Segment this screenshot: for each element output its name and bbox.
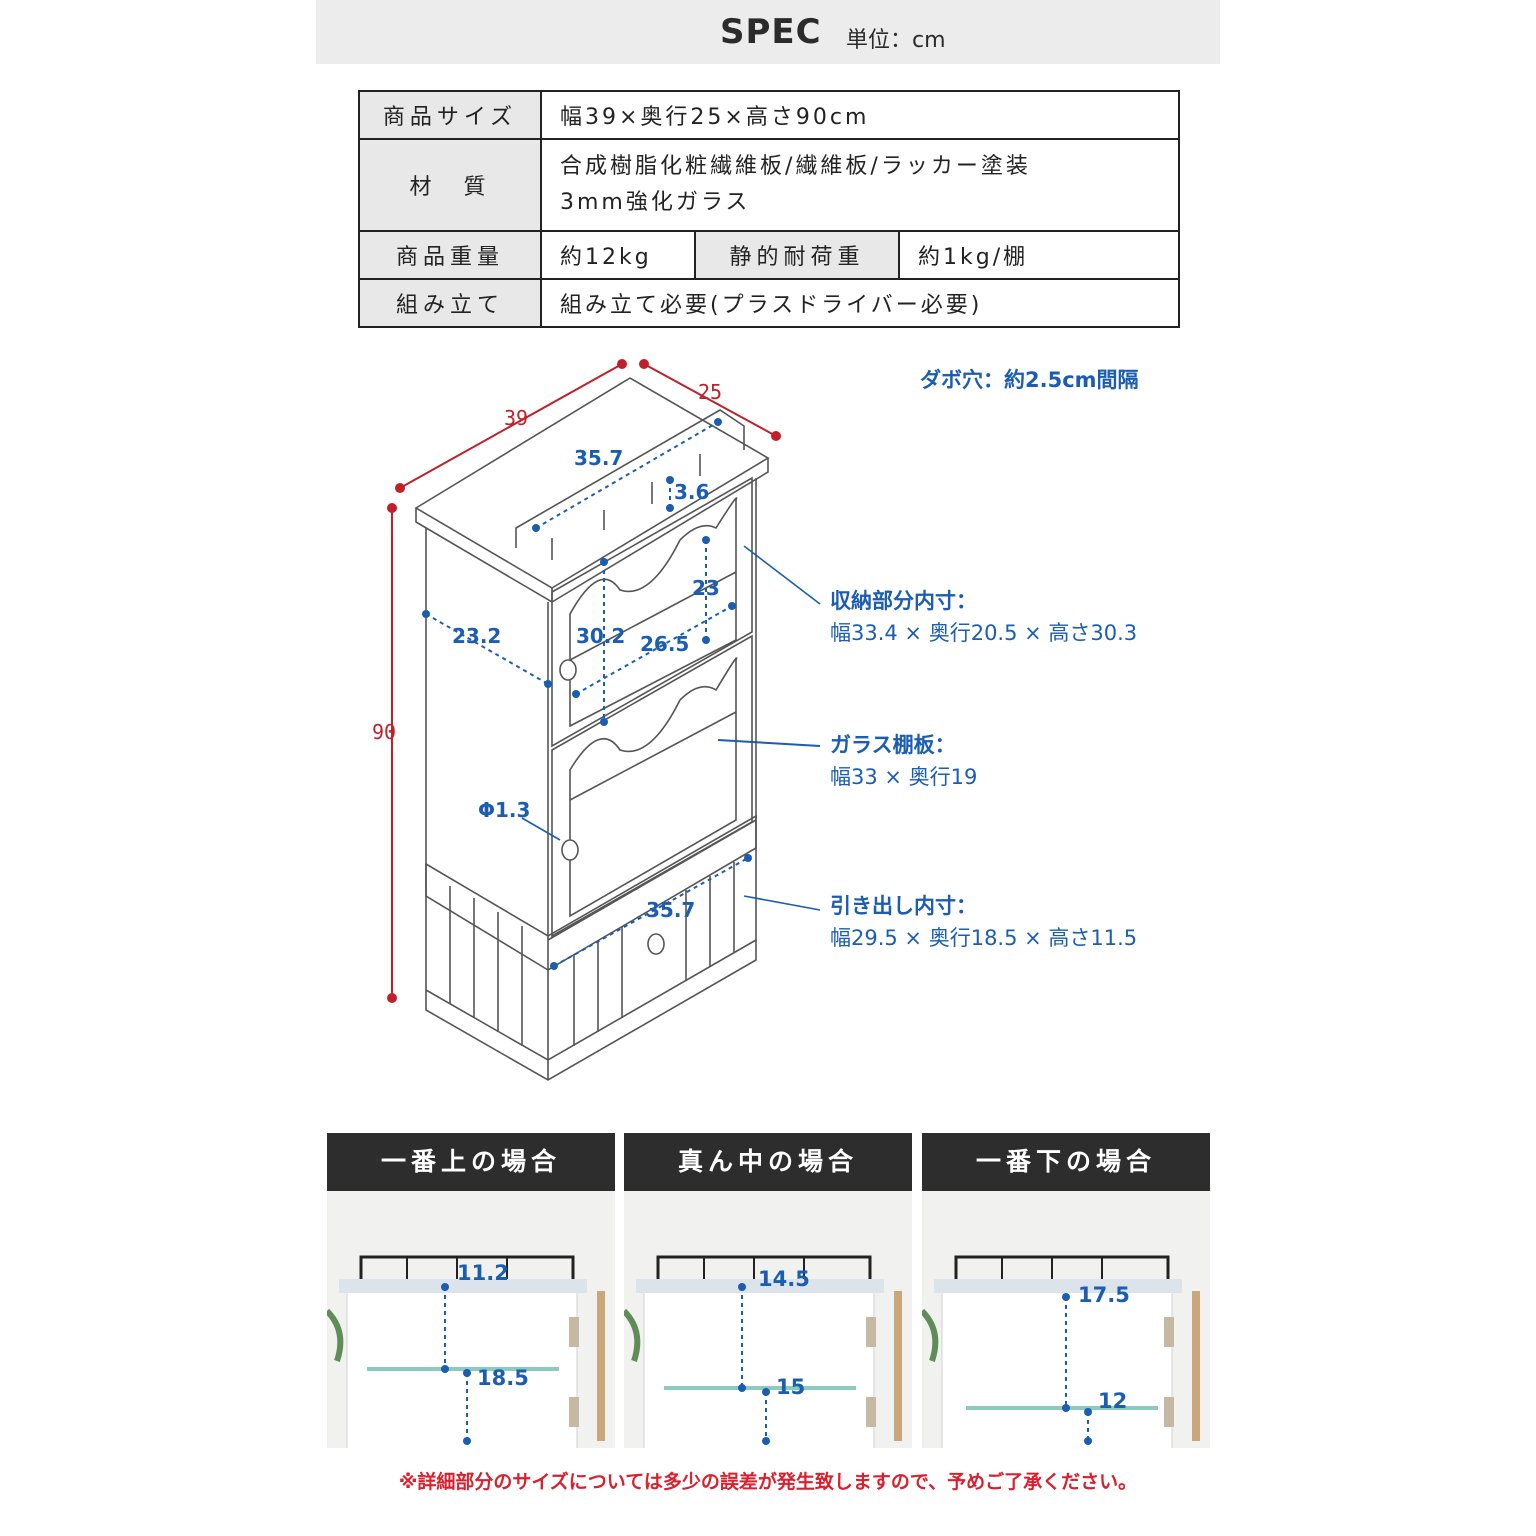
assembly-value: 組み立て必要(プラスドライバー必要) [540, 278, 1180, 328]
spec-header-bar [316, 0, 1220, 64]
table-row: 商品重量 約12kg 静的耐荷重 約1kg/棚 [358, 230, 1180, 280]
table-row: 商品サイズ 幅39×奥行25×高さ90cm [358, 90, 1180, 140]
material-line-1: 合成樹脂化粧繊維板/繊維板/ラッカー塗装 [560, 154, 1031, 179]
cabinet-photo: 17.5 12 [922, 1191, 1210, 1448]
load-label: 静的耐荷重 [694, 230, 900, 280]
cabinet-outline [414, 377, 770, 1081]
storage-value: 幅33.4 × 奥行20.5 × 高さ30.3 [830, 621, 1138, 645]
shelf-gap-dimension: 23 [692, 576, 720, 600]
lower-gap: 18.5 [477, 1366, 529, 1390]
drawer-inner-value: 幅29.5 × 奥行18.5 × 高さ11.5 [830, 926, 1138, 950]
cabinet-diagram [387, 359, 821, 1081]
upper-gap: 14.5 [758, 1267, 810, 1291]
size-label: 商品サイズ [358, 90, 542, 140]
width-dimension: 39 [504, 406, 529, 430]
table-row: 組み立て 組み立て必要(プラスドライバー必要) [358, 278, 1180, 328]
door-depth-dimension: 23.2 [452, 624, 502, 648]
glass-shelf-title: ガラス棚板： [830, 733, 956, 757]
cabinet-photo: 14.5 15 [624, 1191, 912, 1448]
dowel-note: ダボ穴：約2.5cm間隔 [920, 368, 1139, 392]
material-value: 合成樹脂化粧繊維板/繊維板/ラッカー塗装 3mm強化ガラス [540, 138, 1180, 232]
inner-height-dimension: 30.2 [576, 624, 626, 648]
lower-gap: 12 [1098, 1389, 1128, 1413]
weight-label: 商品重量 [358, 230, 542, 280]
dimension-dots [422, 418, 752, 970]
load-value: 約1kg/棚 [898, 230, 1180, 280]
upper-gap: 17.5 [1078, 1283, 1130, 1307]
glass-shelf-value: 幅33 × 奥行19 [830, 765, 978, 789]
spec-title: SPEC [720, 12, 822, 52]
unit-label: 単位：cm [846, 28, 946, 53]
panel-top-shelf: 一番上の場合 11.2 18.5 [327, 1133, 615, 1448]
rail-height-dimension: 3.6 [674, 480, 710, 504]
assembly-label: 組み立て [358, 278, 542, 328]
panel-title: 一番上の場合 [327, 1133, 615, 1191]
rail-width-dimension: 35.7 [574, 446, 624, 470]
storage-title: 収納部分内寸： [830, 589, 977, 613]
cabinet-photo: 11.2 18.5 [327, 1191, 615, 1448]
depth-dimension: 25 [698, 380, 723, 404]
drawer-width-dimension: 35.7 [646, 898, 696, 922]
panel-middle-shelf: 真ん中の場合 14.5 15 [624, 1133, 912, 1448]
inner-dimension-lines [425, 421, 821, 967]
lower-gap: 15 [776, 1375, 806, 1399]
spec-table: 商品サイズ 幅39×奥行25×高さ90cm 材 質 合成樹脂化粧繊維板/繊維板/… [358, 90, 1180, 328]
drawer-inner-title: 引き出し内寸： [830, 894, 977, 918]
height-dimension: 90 [372, 720, 397, 744]
callout-lines [521, 545, 821, 911]
material-label: 材 質 [358, 138, 542, 232]
outer-dimension-lines [387, 359, 781, 1003]
size-disclaimer: ※詳細部分のサイズについては多少の誤差が発生致しますので、予めご了承ください。 [398, 1471, 1138, 1493]
knob-dimension: Φ1.3 [478, 798, 531, 822]
panel-title: 真ん中の場合 [624, 1133, 912, 1191]
inner-width-dimension: 26.5 [640, 632, 690, 656]
material-line-2: 3mm強化ガラス [560, 190, 751, 215]
size-value: 幅39×奥行25×高さ90cm [540, 90, 1180, 140]
panel-title: 一番下の場合 [922, 1133, 1210, 1191]
weight-value: 約12kg [540, 230, 696, 280]
panel-bottom-shelf: 一番下の場合 17.5 12 [922, 1133, 1210, 1448]
table-row: 材 質 合成樹脂化粧繊維板/繊維板/ラッカー塗装 3mm強化ガラス [358, 138, 1180, 232]
upper-gap: 11.2 [457, 1261, 509, 1285]
